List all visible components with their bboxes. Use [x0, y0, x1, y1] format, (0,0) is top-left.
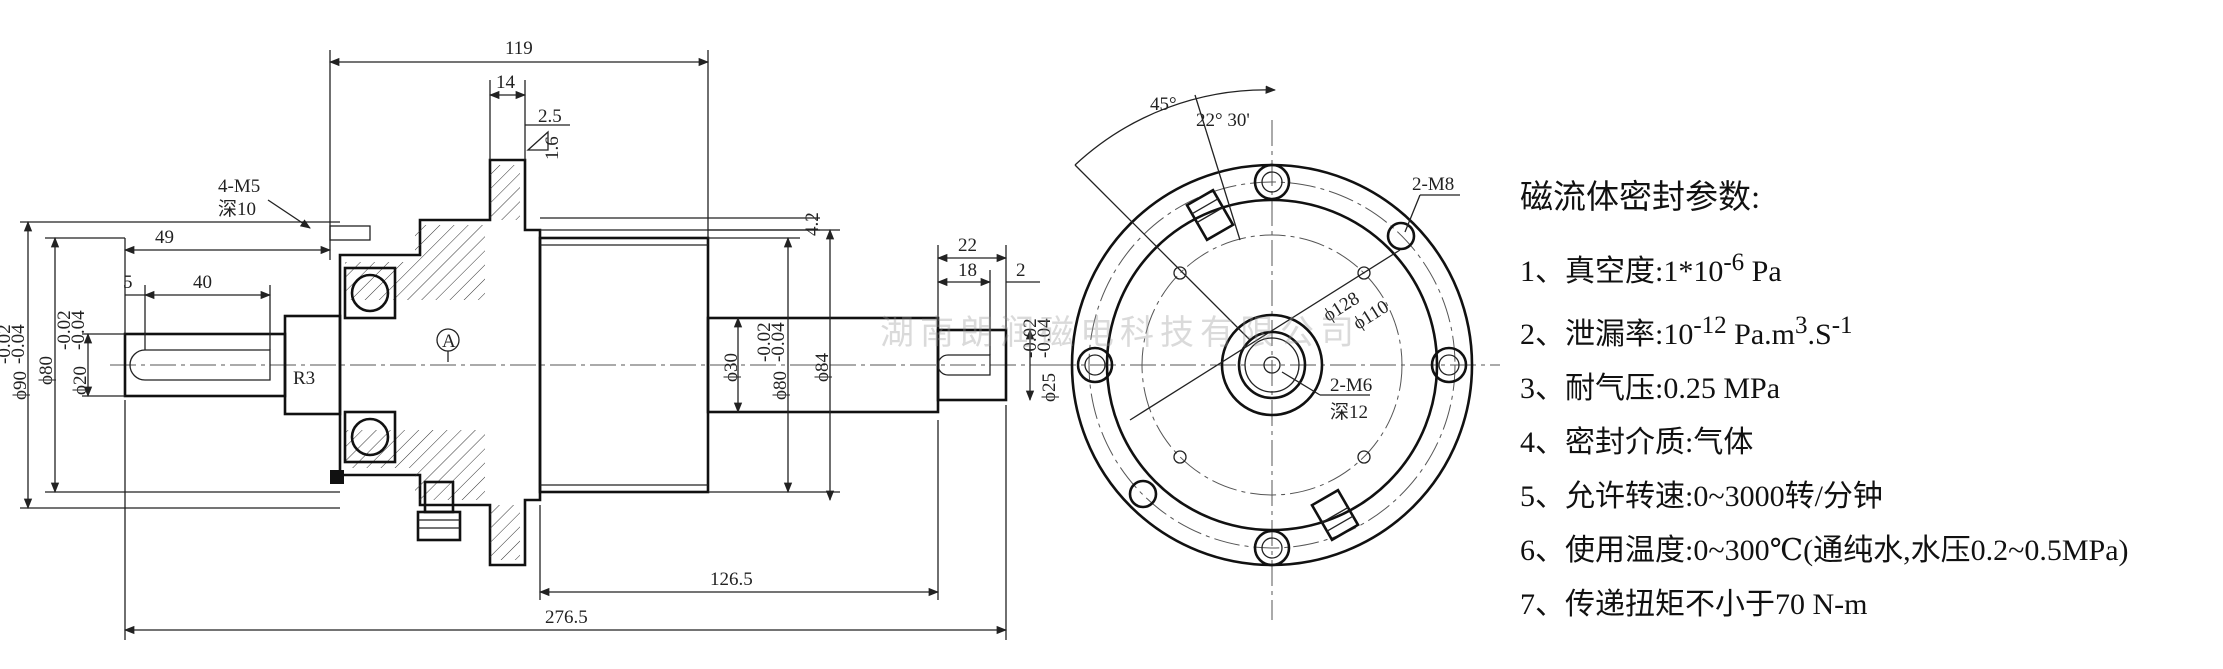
dim-2: 2 — [1016, 260, 1026, 281]
housing-outline — [338, 158, 542, 567]
seal-parameters-panel: 磁流体密封参数: 1、真空度:1*10-6 Pa 2、泄漏率:10-12 Pa.… — [1520, 170, 2129, 632]
svg-text:-0.04: -0.04 — [8, 324, 29, 364]
dim-2-5: 2.5 — [538, 106, 562, 127]
label-4-m5: 4-M5 — [218, 176, 260, 197]
dim-phi84: ϕ84 — [812, 352, 833, 382]
dim-119: 119 — [505, 38, 533, 59]
bearing-ball-upper — [350, 273, 390, 313]
pcd-128-circle — [1088, 181, 1456, 549]
dim-276-5: 276.5 — [545, 607, 588, 628]
bearing-lower — [343, 410, 397, 464]
flange-hole-left — [1076, 346, 1114, 384]
dim-phi80b: ϕ80 — [770, 371, 791, 400]
param-medium: 4、密封介质:气体 — [1520, 426, 1754, 459]
angle-45: 45° — [1150, 94, 1177, 115]
dim-40: 40 — [193, 272, 212, 293]
fitting-upper — [1185, 188, 1235, 242]
dim-phi30: ϕ30 — [721, 353, 742, 382]
datum-a-label: A — [442, 331, 456, 352]
housing-hatch-upper — [345, 225, 485, 300]
param-torque: 7、传递扭矩不小于70 N-m — [1520, 588, 1868, 621]
shaft-hub-inner — [1237, 330, 1307, 400]
label-deep12: 深12 — [1330, 401, 1368, 423]
svg-text:-0.04: -0.04 — [68, 310, 89, 350]
flange-hole-top — [1253, 163, 1291, 201]
m8-hole-1 — [1386, 221, 1416, 251]
flange-hatch-bottom — [490, 505, 520, 560]
label-2-m8: 2-M8 — [1412, 174, 1454, 195]
svg-text:-0.02: -0.02 — [1020, 318, 1041, 358]
bearing-upper — [343, 266, 397, 320]
svg-text:-0.02: -0.02 — [754, 322, 775, 362]
keyway-left — [129, 349, 271, 381]
param-temperature: 6、使用温度:0~300℃(通纯水,水压0.2~0.5MPa) — [1520, 534, 2129, 567]
dim-14: 14 — [496, 72, 516, 93]
dim-22: 22 — [958, 235, 977, 256]
angle-22-30: 22° 30' — [1196, 110, 1250, 131]
dim-phi25: ϕ25 — [1039, 373, 1060, 402]
watermark-text: 湖南朗润磁电科技有限公司 — [880, 313, 1360, 353]
svg-text:-0.04: -0.04 — [1034, 318, 1055, 358]
flange-hatch-top — [490, 165, 520, 220]
shaft-hub-outer — [1220, 313, 1324, 417]
dim-phi20: ϕ20 — [70, 366, 91, 395]
param-vacuum: 1、真空度:1*10-6 Pa — [1520, 249, 1782, 288]
pcd-110-circle — [1141, 234, 1403, 496]
dim-4-2: 4.2 — [802, 212, 823, 236]
m8-hole-2 — [1128, 479, 1158, 509]
param-speed: 5、允许转速:0~3000转/分钟 — [1520, 480, 1883, 513]
dim-5: 5 — [123, 272, 133, 293]
tapped-hole — [329, 225, 371, 241]
flange-hole-bottom — [1253, 529, 1291, 567]
param-pressure: 3、耐气压:0.25 MPa — [1520, 372, 1781, 405]
center-hole — [1263, 356, 1281, 374]
svg-text:-0.02: -0.02 — [0, 324, 15, 364]
svg-text:-0.02: -0.02 — [54, 310, 75, 350]
dim-126-5: 126.5 — [710, 569, 753, 590]
housing-hatch-lower — [345, 430, 485, 500]
dim-18: 18 — [958, 260, 977, 281]
params-title: 磁流体密封参数: — [1520, 180, 1761, 216]
side-section-view: A 119 14 2.5 1.6 4.2 4-M5 深10 49 5 40 R3 — [0, 38, 1060, 640]
dim-phi90: ϕ90 — [10, 371, 31, 400]
label-2-m6: 2-M6 — [1330, 375, 1372, 396]
keyway-right — [937, 354, 991, 376]
dim-49: 49 — [155, 227, 174, 248]
roughness-symbol — [526, 130, 549, 151]
param-leak-rate: 2、泄漏率:10-12 Pa.m3.S-1 — [1520, 312, 1853, 351]
label-r3: R3 — [293, 368, 315, 389]
roughness-1-6: 1.6 — [542, 136, 563, 160]
end-view: 45° 22° 30' 2-M8 ϕ128 ϕ110 2-M6 深12 — [1050, 85, 1500, 620]
svg-text:-0.04: -0.04 — [768, 322, 789, 362]
angle-arc-45 — [1074, 85, 1277, 166]
fitting-lower — [1310, 488, 1360, 542]
dim-phi80: ϕ80 — [36, 356, 57, 385]
bearing-ball-lower — [350, 417, 390, 457]
label-deep10: 深10 — [218, 198, 256, 220]
flange-hole-right — [1430, 346, 1468, 384]
seal-block — [330, 470, 344, 484]
